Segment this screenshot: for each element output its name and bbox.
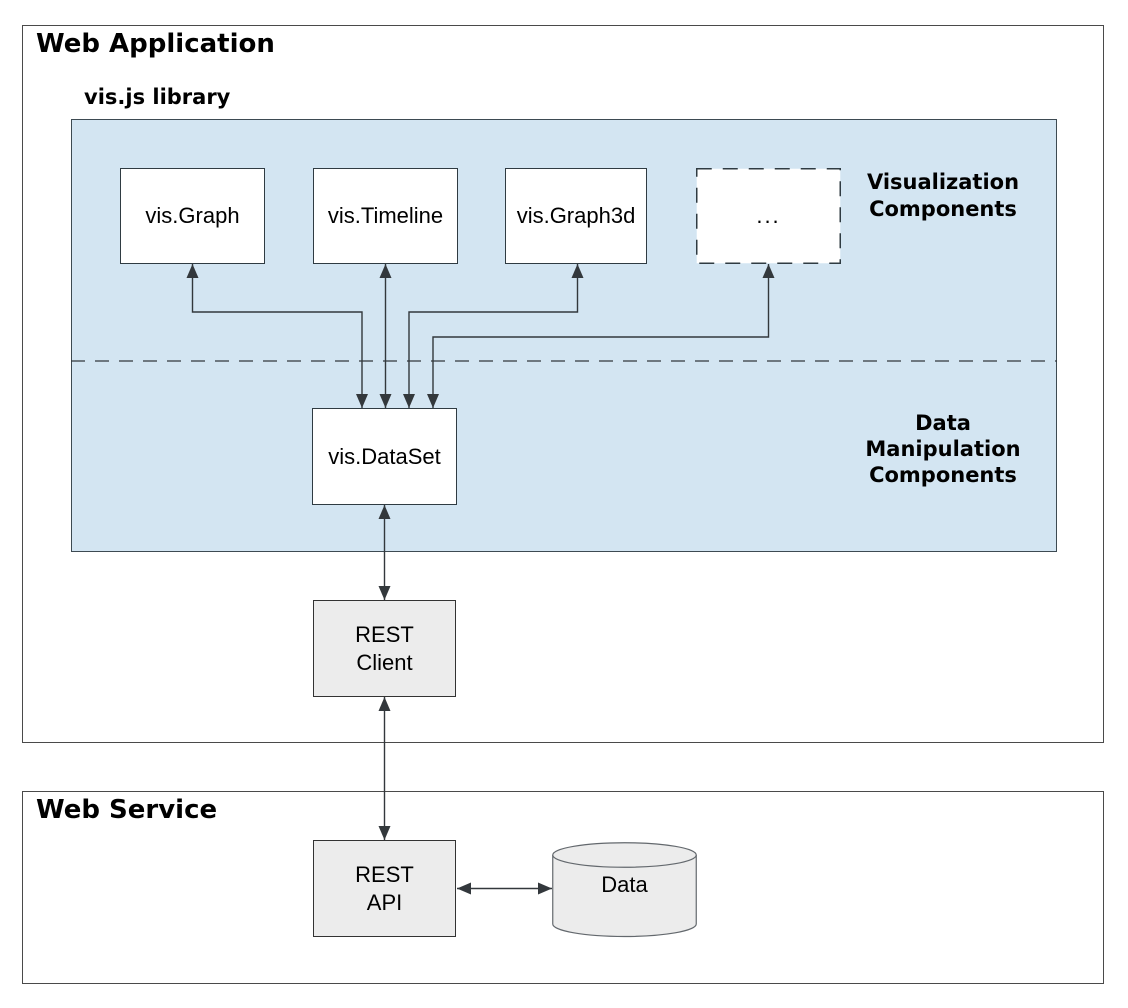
node-data-store: Data [552,842,697,938]
web-application-title: Web Application [36,29,275,59]
arrow-graph3d-dataset [403,264,584,408]
node-rest-client: REST Client [313,600,456,697]
arrow-more-dataset [427,264,775,408]
web-service-title: Web Service [36,795,218,825]
node-vis-graph3d: vis.Graph3d [505,168,647,264]
node-rest-api-line1: REST [355,861,414,887]
node-vis-graph-label: vis.Graph [145,203,240,228]
node-rest-client-line1: REST [355,621,414,647]
node-vis-graph: vis.Graph [120,168,265,264]
node-vis-dataset: vis.DataSet [312,408,457,505]
arrow-graph-dataset [186,264,368,408]
visualization-components-label: Visualization Components [843,169,1043,223]
data-manipulation-line1: Data [915,411,971,435]
node-data-store-label: Data [601,872,648,897]
node-vis-timeline-label: vis.Timeline [327,203,444,228]
node-rest-client-line2: Client [356,649,413,675]
data-manipulation-line2: Manipulation [865,437,1021,461]
node-vis-graph3d-label: vis.Graph3d [516,203,636,228]
node-vis-dataset-label: vis.DataSet [328,443,441,469]
node-more-components: ... [696,168,841,264]
data-manipulation-components-label: Data Manipulation Components [843,410,1043,488]
node-more-components-label: ... [756,203,781,228]
visjs-library-label: vis.js library [84,85,231,109]
database-cylinder-icon [552,842,697,938]
data-manipulation-line3: Components [869,463,1017,487]
visualization-components-line2: Components [869,197,1017,221]
dashed-box-outline [696,168,841,264]
web-application-box [22,25,1104,743]
node-vis-timeline: vis.Timeline [313,168,458,264]
node-rest-api: REST API [313,840,456,937]
node-rest-api-line2: API [366,889,403,915]
web-service-box [22,791,1104,984]
visualization-components-line1: Visualization [866,170,1020,194]
